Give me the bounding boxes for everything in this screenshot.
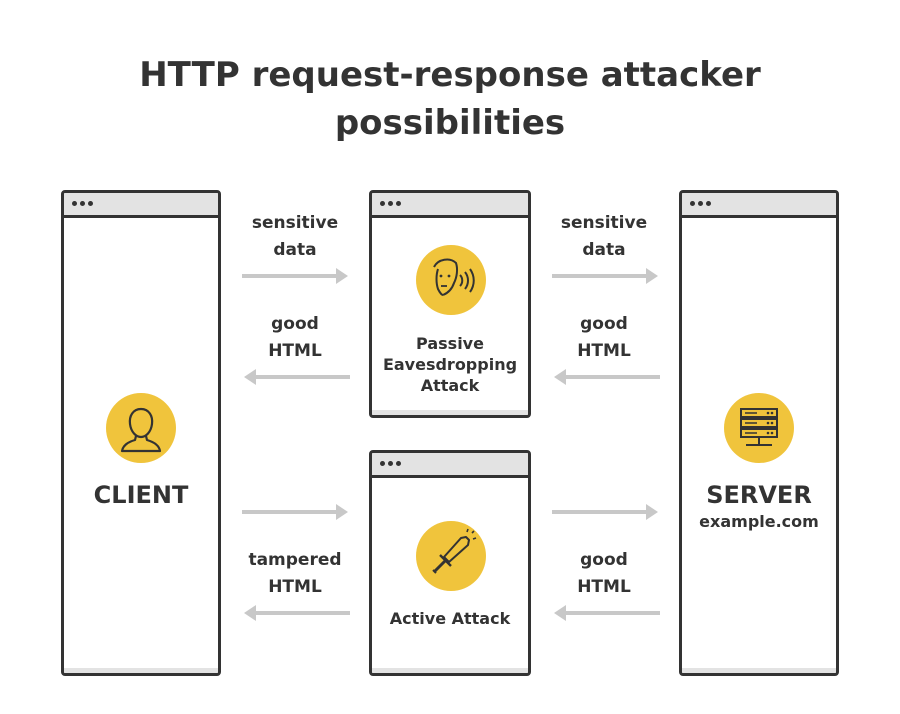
arrow-left-top-right	[554, 369, 660, 385]
arrow-left-bottom-right	[554, 605, 660, 621]
eavesdrop-face-icon	[416, 245, 486, 315]
title-line-2: possibilities	[334, 103, 566, 143]
client-window: CLIENT	[61, 190, 221, 676]
passive-label-line-1: Passive	[416, 334, 484, 353]
flow-label-bottom-right-response: good HTML	[577, 550, 631, 597]
server-label: SERVER	[706, 481, 812, 509]
active-attack-window: Active Attack	[369, 450, 531, 676]
flow-label-bottom-left-response: tampered HTML	[248, 550, 342, 597]
sword-icon	[416, 521, 486, 591]
flow-label-top-right-response: good HTML	[577, 314, 631, 361]
passive-attack-window: Passive Eavesdropping Attack	[369, 190, 531, 418]
window-titlebar	[682, 193, 836, 218]
window-titlebar	[372, 453, 528, 478]
server-icon	[724, 393, 794, 463]
server-domain: example.com	[699, 512, 819, 531]
server-window: SERVER example.com	[679, 190, 839, 676]
flow-label-top-right-request: sensitive data	[560, 213, 648, 260]
flow-label-top-left-response: good HTML	[268, 314, 322, 361]
active-label: Active Attack	[389, 609, 511, 628]
person-icon	[106, 393, 176, 463]
arrow-left-bottom-left	[244, 605, 350, 621]
arrow-right-top-left	[242, 268, 348, 284]
arrow-right-bottom-left	[242, 504, 348, 520]
passive-label-line-2: Eavesdropping	[382, 355, 518, 374]
window-titlebar	[64, 193, 218, 218]
arrow-right-top-right	[552, 268, 658, 284]
flow-label-top-left-request: sensitive data	[251, 213, 339, 260]
arrow-left-top-left	[244, 369, 350, 385]
arrow-right-bottom-right	[552, 504, 658, 520]
client-label: CLIENT	[93, 481, 189, 509]
window-titlebar	[372, 193, 528, 218]
passive-label-line-3: Attack	[420, 376, 480, 395]
title-line-1: HTTP request-response attacker	[139, 55, 761, 95]
